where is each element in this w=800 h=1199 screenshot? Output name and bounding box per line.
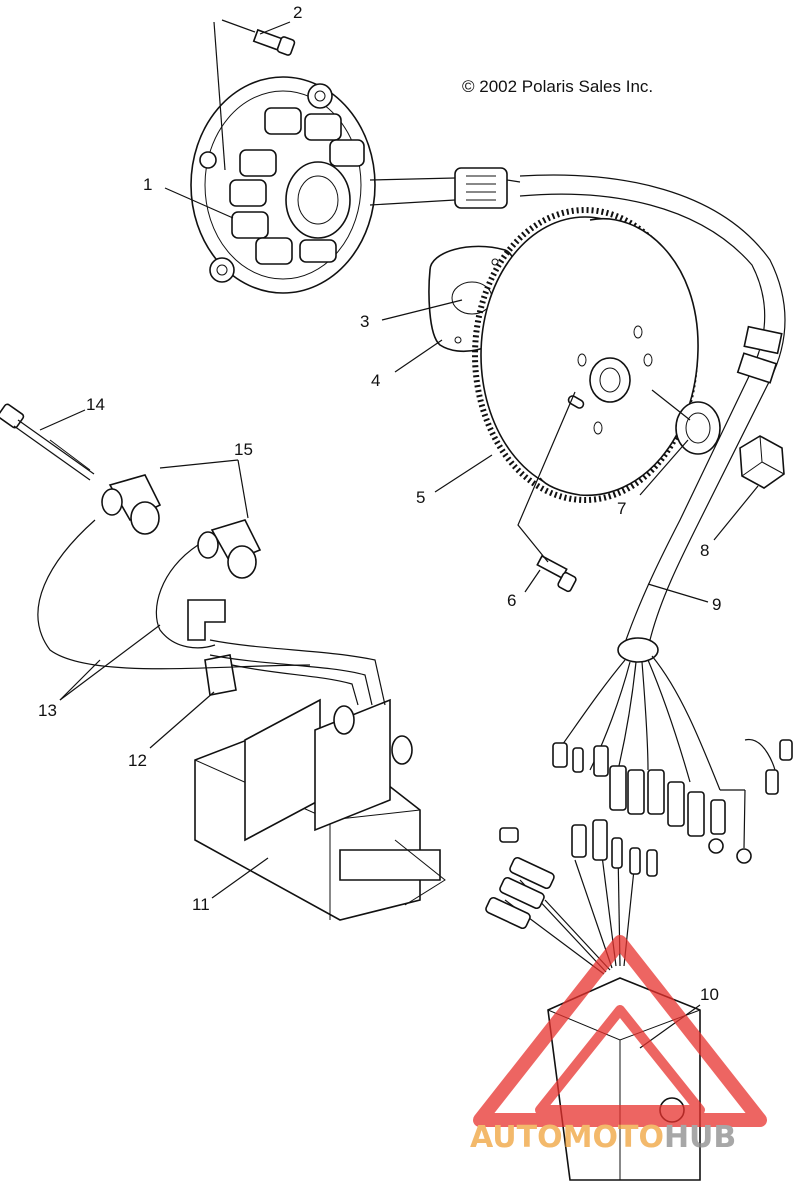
callout-6: 6	[507, 591, 516, 610]
nut-8	[739, 435, 785, 489]
callout-10: 10	[700, 985, 719, 1004]
watermark-text: AUTOMOTOHUB	[470, 1120, 736, 1155]
cdi-module-10	[485, 819, 701, 1181]
callout-8: 8	[700, 541, 709, 560]
flywheel	[472, 207, 699, 503]
copyright-text: © 2002 Polaris Sales Inc.	[462, 77, 653, 96]
callout-5: 5	[416, 488, 425, 507]
callout-12: 12	[128, 751, 147, 770]
long-bolt-14	[0, 403, 95, 481]
spark-plug-wires-13	[37, 474, 311, 670]
callout-2: 2	[293, 3, 302, 22]
callout-13: 13	[38, 701, 57, 720]
automotohub-watermark: AUTOMOTOHUB	[470, 935, 767, 1155]
bolt-6	[536, 554, 577, 593]
callout-9: 9	[712, 595, 721, 614]
callout-15: 15	[234, 440, 253, 459]
screw-2	[213, 19, 296, 171]
callout-7: 7	[617, 499, 626, 518]
ignition-coil-11	[194, 698, 446, 921]
stator-assembly	[190, 76, 376, 294]
callout-4: 4	[371, 371, 380, 390]
callout-1: 1	[143, 175, 152, 194]
ground-bracket-12	[187, 599, 386, 706]
stator-lead	[369, 167, 786, 641]
callout-14: 14	[86, 395, 105, 414]
harness-branch-9	[552, 637, 793, 864]
callout-3: 3	[360, 312, 369, 331]
callout-11: 11	[192, 895, 210, 914]
